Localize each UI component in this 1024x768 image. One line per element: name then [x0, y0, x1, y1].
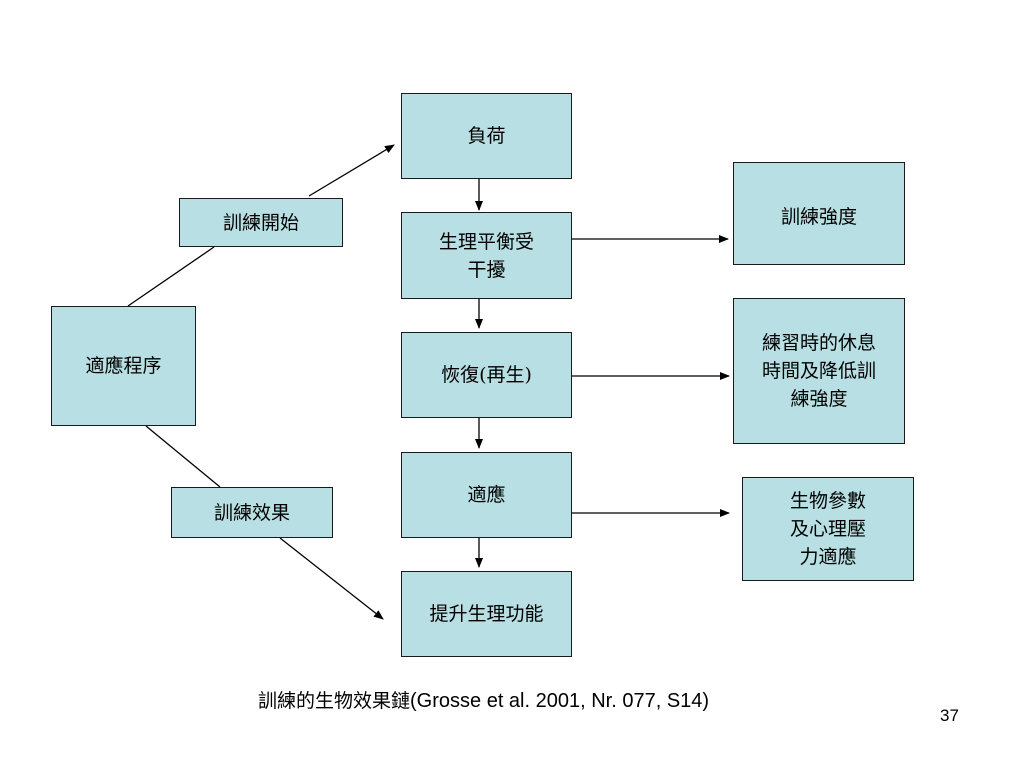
arrow-effect-to-improve	[279, 537, 384, 620]
caption-text: 訓練的生物效果鏈	[258, 690, 411, 712]
arrow-start-to-load	[308, 144, 395, 197]
page-number: 37	[940, 706, 959, 725]
label-training-start: 訓練開始	[179, 198, 343, 247]
line-process-to-start	[127, 246, 215, 307]
caption-citation: (Grosse et al. 2001, Nr. 077, S14)	[410, 690, 710, 712]
node-bio-psych-adaptation: 生物參數 及心理壓 力適應	[742, 477, 914, 581]
node-disturbance: 生理平衡受 干擾	[401, 212, 572, 299]
node-adaptation: 適應	[401, 452, 572, 538]
label-training-effect: 訓練效果	[171, 487, 333, 538]
node-training-intensity: 訓練強度	[733, 162, 905, 265]
node-load: 負荷	[401, 93, 572, 179]
node-improve-function: 提升生理功能	[401, 571, 572, 657]
figure-caption: 訓練的生物效果鏈(Grosse et al. 2001, Nr. 077, S1…	[258, 686, 709, 713]
node-adaptation-process: 適應程序	[51, 306, 196, 426]
node-rest-and-reduce: 練習時的休息 時間及降低訓 練強度	[733, 298, 905, 444]
node-recovery: 恢復(再生)	[401, 332, 572, 418]
line-process-to-effect	[145, 425, 221, 488]
